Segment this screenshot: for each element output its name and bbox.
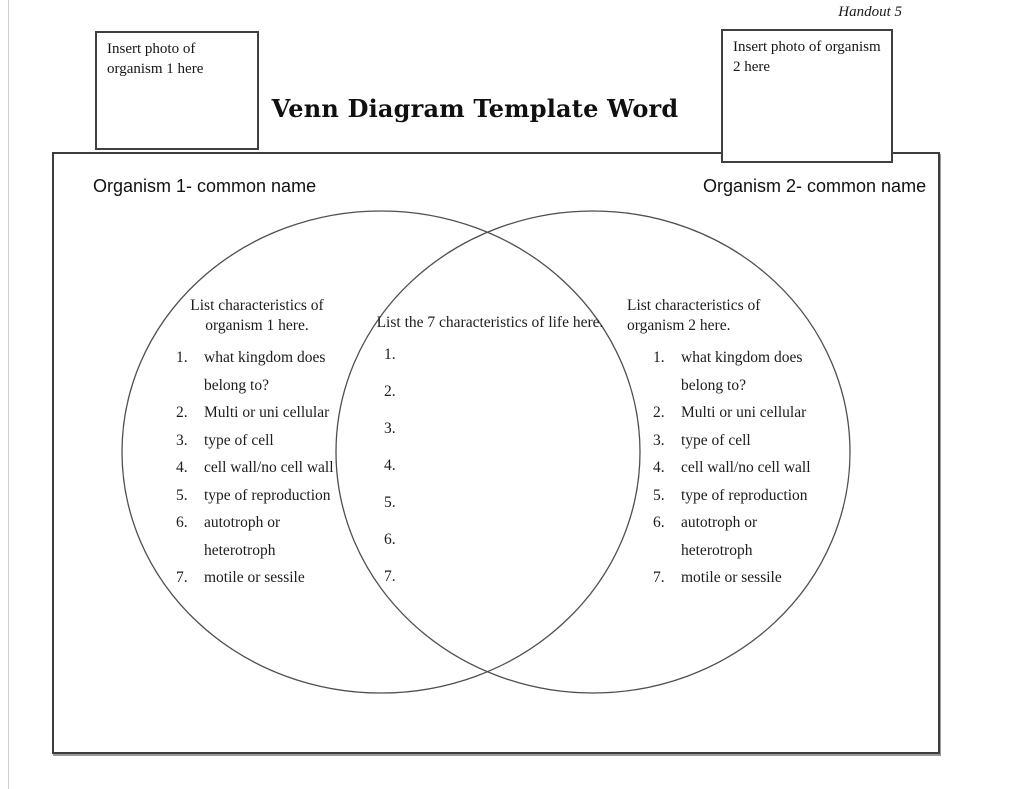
list-item: 6. autotroph or heterotroph (176, 509, 346, 564)
list-item: 3. type of cell (653, 427, 823, 455)
list-item: 1. what kingdom does belong to? (176, 344, 346, 399)
middle-heading: List the 7 characteristics of life here. (376, 314, 604, 331)
list-item-number: 1. (176, 349, 188, 366)
list-item-text: autotroph or heterotroph (681, 514, 758, 559)
list-item-number: 2. (176, 404, 188, 421)
list-item-text (412, 521, 584, 558)
list-item-number: 2. (384, 383, 396, 400)
list-item-number: 6. (653, 514, 665, 531)
list-item-number: 6. (384, 531, 396, 548)
list-item-text: Multi or uni cellular (204, 404, 330, 421)
list-item-number: 5. (653, 486, 665, 504)
list-item: 4. cell wall/no cell wall (653, 454, 823, 482)
photo-placeholder-2-text: Insert photo of organism 2 here (733, 39, 881, 75)
list-item-text: Multi or uni cellular (681, 404, 807, 421)
list-item-number: 3. (653, 431, 665, 449)
right-circle-heading: List characteristics of organism 2 here. (627, 297, 761, 334)
list-item-text: type of cell (681, 431, 751, 449)
list-item: 7. motile or sessile (653, 564, 823, 592)
list-item-number: 7. (176, 569, 188, 586)
list-item-text (412, 484, 584, 521)
right-circle-list: 1. what kingdom does belong to? 2. Multi… (653, 344, 823, 592)
list-item-number: 5. (176, 486, 188, 504)
list-item-text (412, 410, 584, 447)
organism-2-label: Organism 2- common name (703, 176, 927, 196)
list-item-number: 4. (653, 459, 665, 476)
list-item: 4. (384, 447, 584, 484)
list-item: 2. Multi or uni cellular (653, 399, 823, 427)
list-item-text (412, 373, 584, 410)
left-circle-list: 1. what kingdom does belong to? 2. Multi… (176, 344, 346, 592)
list-item-text: type of cell (204, 431, 274, 449)
list-item-text: what kingdom does belong to? (204, 349, 326, 394)
list-item-text: type of reproduction (681, 486, 808, 504)
list-item-text: what kingdom does belong to? (681, 349, 803, 394)
list-item-number: 3. (384, 420, 396, 437)
list-item-number: 1. (653, 349, 665, 366)
list-item-number: 4. (384, 457, 396, 474)
list-item-number: 5. (384, 494, 396, 511)
handout-label: Handout 5 (838, 4, 902, 20)
list-item-text: autotroph or heterotroph (204, 514, 281, 559)
page-edge-line (8, 0, 9, 789)
left-circle-heading: List characteristics of organism 1 here. (190, 297, 324, 334)
list-item: 4. cell wall/no cell wall (176, 454, 346, 482)
middle-list: 1. 2. 3. 4. 5. 6. 7. (384, 336, 584, 595)
list-item: 1. what kingdom does belong to? (653, 344, 823, 399)
diagram-frame (52, 152, 940, 754)
list-item-text (412, 336, 584, 373)
organism-1-label: Organism 1- common name (93, 176, 317, 196)
list-item-text: motile or sessile (681, 569, 782, 586)
list-item-text: type of reproduction (204, 486, 331, 504)
list-item-text: cell wall/no cell wall (204, 459, 334, 476)
list-item: 5. type of reproduction (176, 482, 346, 510)
list-item: 3. (384, 410, 584, 447)
photo-placeholder-organism-2: Insert photo of organism 2 here (721, 29, 893, 163)
list-item-number: 6. (176, 514, 188, 531)
list-item-number: 2. (653, 404, 665, 421)
list-item: 3. type of cell (176, 427, 346, 455)
list-item: 6. autotroph or heterotroph (653, 509, 823, 564)
list-item-number: 1. (384, 346, 396, 363)
list-item-text (412, 447, 584, 484)
list-item-number: 7. (653, 569, 665, 586)
list-item: 2. Multi or uni cellular (176, 399, 346, 427)
list-item-number: 3. (176, 431, 188, 449)
list-item-text: motile or sessile (204, 569, 305, 586)
list-item-number: 4. (176, 459, 188, 476)
photo-placeholder-1-text: Insert photo of organism 1 here (107, 41, 204, 77)
list-item: 7. motile or sessile (176, 564, 346, 592)
list-item-number: 7. (384, 568, 396, 585)
photo-placeholder-organism-1: Insert photo of organism 1 here (95, 31, 259, 150)
list-item: 2. (384, 373, 584, 410)
document-title: Venn Diagram Template Word (271, 94, 679, 123)
list-item: 7. (384, 558, 584, 595)
list-item-text: cell wall/no cell wall (681, 459, 811, 476)
list-item: 1. (384, 336, 584, 373)
list-item: 6. (384, 521, 584, 558)
list-item-text (412, 558, 584, 595)
list-item: 5. type of reproduction (653, 482, 823, 510)
list-item: 5. (384, 484, 584, 521)
